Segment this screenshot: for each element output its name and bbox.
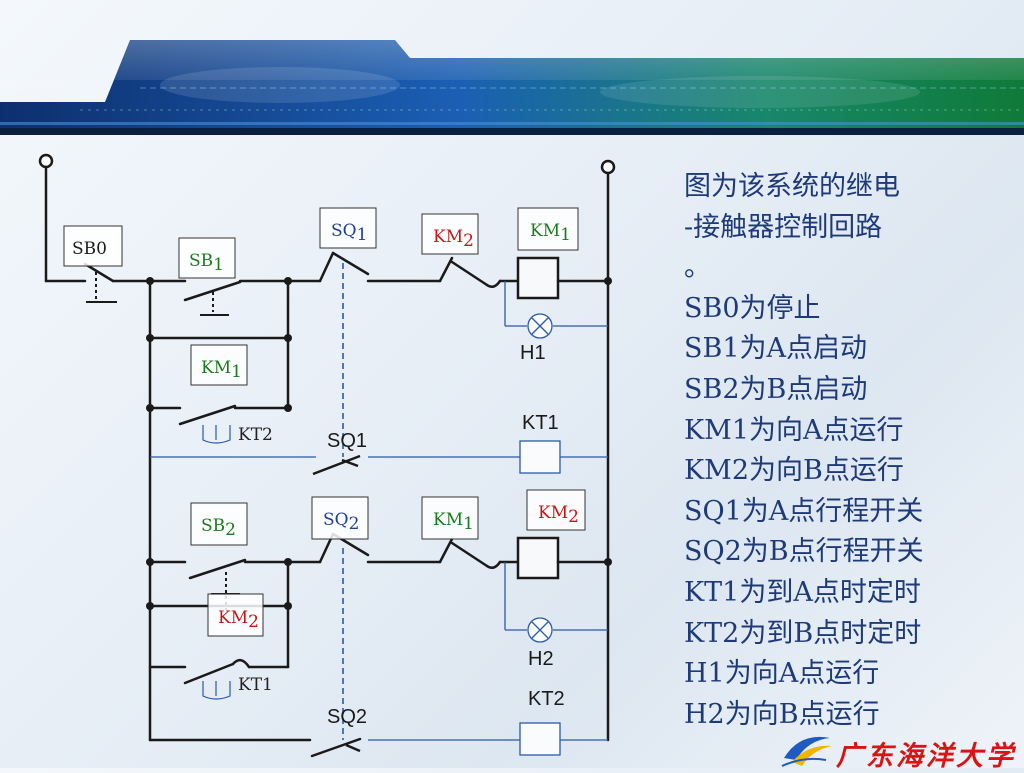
description-line: SQ2为B点行程开关 xyxy=(684,536,924,568)
km2-hold-label: KM2 xyxy=(218,608,259,632)
description-line: KM2为向B点运行 xyxy=(684,455,904,487)
km1-interlock-label: KM1 xyxy=(433,510,474,534)
description-line: SB0为停止 xyxy=(684,292,821,324)
description-line: 。 xyxy=(684,252,711,284)
description-list: 图为该系统的继电 -接触器控制回路 。 SB0为停止 SB1为A点启动 SB2为… xyxy=(684,167,984,735)
description-line: SQ1为A点行程开关 xyxy=(684,495,924,527)
description-line: SB1为A点启动 xyxy=(684,333,868,365)
sb0-label: SB0 xyxy=(72,239,107,259)
h2-lamp-label: H2 xyxy=(528,648,554,670)
sb2-label: SB2 xyxy=(201,516,236,540)
km2-top-label: KM2 xyxy=(433,227,474,251)
sq1-lower-label: SQ1 xyxy=(327,430,367,452)
sq2-lower-label: SQ2 xyxy=(327,706,367,728)
h1-lamp-label: H1 xyxy=(520,342,546,364)
header-banner xyxy=(0,40,1024,135)
description-line: KT2为到B点时定时 xyxy=(684,617,922,649)
km1-coil-label: KM1 xyxy=(530,221,571,245)
kt2-coil-label: KT2 xyxy=(528,688,565,710)
description-line: H2为向B点运行 xyxy=(684,698,880,730)
university-logo-icon xyxy=(781,736,832,767)
university-name: 广东海洋大学 xyxy=(836,741,1016,772)
kt1-coil-label: KT1 xyxy=(522,412,559,434)
description-line: KT1为到A点时定时 xyxy=(684,576,921,608)
sq2-label: SQ2 xyxy=(323,510,359,534)
description-line: KM1为向A点运行 xyxy=(684,414,904,446)
description-line: -接触器控制回路 xyxy=(684,211,883,243)
km2-coil-label: KM2 xyxy=(538,503,579,527)
kt1-contact-label: KT1 xyxy=(238,675,273,695)
km1-hold-label: KM1 xyxy=(201,358,242,382)
kt2-contact-label: KT2 xyxy=(238,425,273,445)
description-line: SB2为B点启动 xyxy=(684,373,868,405)
sq1-label: SQ1 xyxy=(331,221,367,245)
description-line: 图为该系统的继电 xyxy=(684,171,900,202)
control-circuit-diagram: SB0 SB1 SQ1 KM2 KM1 KM1 KT2 SQ1 KT1 H1 S… xyxy=(38,153,616,758)
description-line: H1为向A点运行 xyxy=(684,658,880,690)
sb1-label: SB1 xyxy=(189,251,224,275)
